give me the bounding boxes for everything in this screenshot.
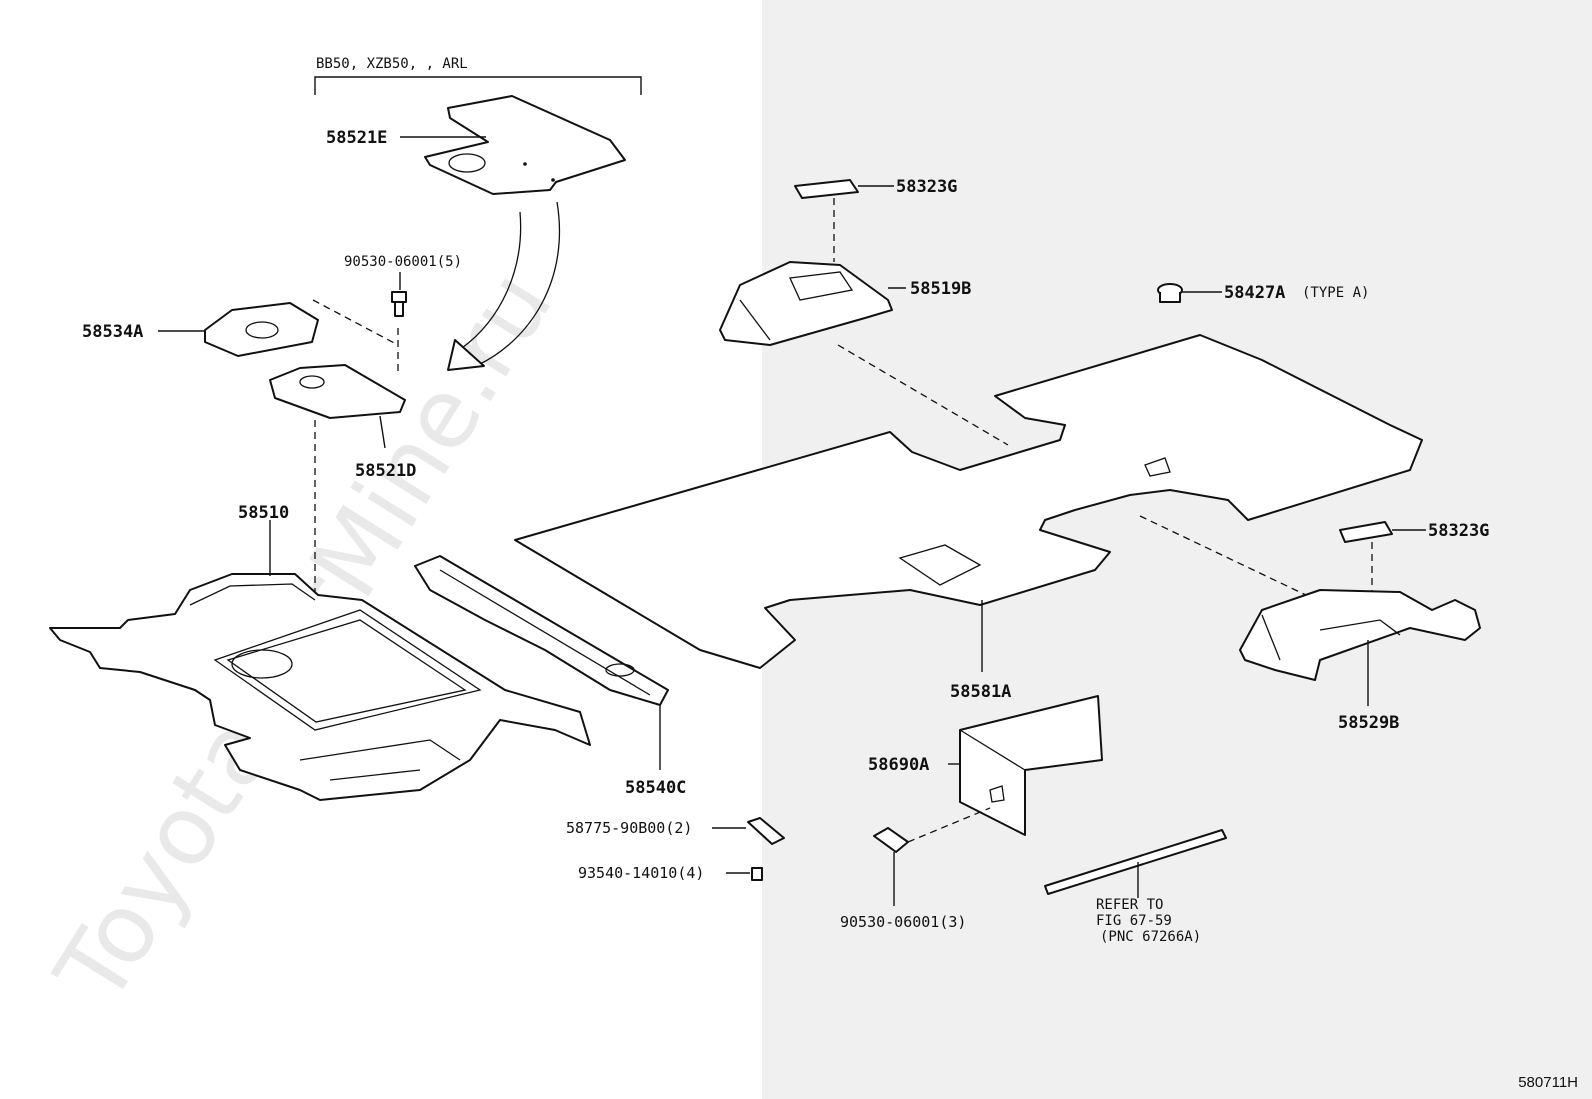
label-58323G-right[interactable]: 58323G — [1428, 521, 1489, 541]
reference-line1: REFER TO — [1096, 897, 1163, 913]
bracket-label: BB50, XZB50, , ARL — [316, 56, 468, 72]
part-58323G-top[interactable] — [794, 179, 859, 199]
diagram-code: 580711H — [1518, 1074, 1578, 1091]
part-58323G-right[interactable] — [1339, 521, 1393, 543]
label-58540C[interactable]: 58540C — [625, 778, 686, 798]
label-58521E[interactable]: 58521E — [326, 128, 387, 148]
label-58690A[interactable]: 58690A — [868, 755, 929, 775]
part-58510[interactable] — [49, 573, 591, 801]
part-58521D[interactable] — [269, 364, 406, 419]
reference-line3: (PNC 67266A) — [1100, 929, 1201, 945]
label-58775-90B00[interactable]: 58775-90B00(2) — [566, 819, 692, 837]
part-58581A[interactable] — [514, 334, 1423, 669]
part-58521E[interactable] — [424, 95, 626, 195]
clip-90530-06001-icon — [391, 291, 407, 317]
label-90530-06001-3[interactable]: 90530-06001(3) — [840, 913, 966, 931]
part-58690A[interactable] — [959, 695, 1103, 836]
part-58534A[interactable] — [204, 302, 319, 357]
bolt-93540-icon — [751, 867, 763, 881]
label-90530-06001-5[interactable]: 90530-06001(5) — [344, 254, 462, 270]
part-58540C[interactable] — [414, 555, 669, 706]
part-58427A[interactable] — [1157, 283, 1183, 303]
reference-line2: FIG 67-59 — [1096, 913, 1172, 929]
label-58510[interactable]: 58510 — [238, 503, 289, 523]
plate-58775-icon — [747, 817, 785, 845]
label-58427A[interactable]: 58427A — [1224, 283, 1285, 303]
curved-arrow — [447, 201, 561, 371]
part-58529B[interactable] — [1239, 589, 1481, 681]
label-58427A-type: (TYPE A) — [1302, 285, 1369, 301]
label-58534A[interactable]: 58534A — [82, 322, 143, 342]
label-58519B[interactable]: 58519B — [910, 279, 971, 299]
part-58519B[interactable] — [719, 261, 893, 346]
label-58529B[interactable]: 58529B — [1338, 713, 1399, 733]
label-58323G-top[interactable]: 58323G — [896, 177, 957, 197]
variant-bracket: BB50, XZB50, , ARL — [314, 56, 642, 95]
part-reference-strip — [1044, 829, 1227, 895]
label-93540-14010[interactable]: 93540-14010(4) — [578, 864, 704, 882]
label-58521D[interactable]: 58521D — [355, 461, 416, 481]
label-58581A[interactable]: 58581A — [950, 682, 1011, 702]
